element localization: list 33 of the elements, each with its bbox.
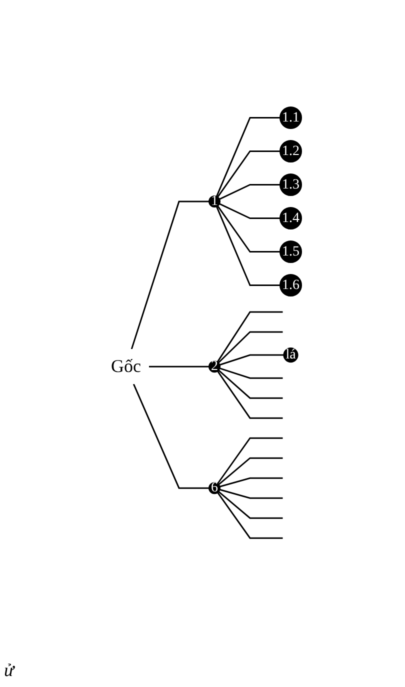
- branch-line: [217, 371, 283, 420]
- branch-line: [220, 489, 283, 500]
- branch-line: [217, 492, 283, 540]
- node-circle: 1.3: [280, 174, 302, 196]
- branch-line: [131, 201, 210, 350]
- branch-line: [217, 438, 283, 484]
- branch-line: [219, 184, 280, 200]
- branch-line: [218, 332, 283, 364]
- branch-line: [220, 368, 283, 380]
- branch-line: [220, 354, 284, 366]
- branch-line: [149, 366, 210, 368]
- branch-line: [216, 206, 280, 286]
- node-circle: 1.2: [280, 140, 302, 163]
- node-circle: lá: [283, 348, 299, 364]
- branch-line: [220, 478, 283, 488]
- node-circle: 1.6: [280, 274, 302, 297]
- node-circle: 1: [208, 196, 221, 208]
- branch-line: [217, 150, 280, 198]
- branch-line: [217, 312, 283, 363]
- branch-line: [219, 204, 280, 220]
- node-circle: 1.1: [280, 106, 302, 130]
- branch-line: [218, 458, 283, 486]
- note-text: ử: [4, 660, 14, 680]
- node-circle: 1.5: [280, 240, 302, 264]
- node-text: Gốc: [111, 356, 142, 377]
- branch-line: [216, 117, 280, 198]
- branch-line: [217, 206, 280, 253]
- branch-line: [133, 384, 210, 490]
- branch-line: [218, 492, 283, 520]
- node-circle: 6: [208, 482, 221, 495]
- node-circle: 1.4: [280, 207, 302, 230]
- node-circle: 2: [208, 361, 221, 374]
- branch-line: [218, 370, 283, 400]
